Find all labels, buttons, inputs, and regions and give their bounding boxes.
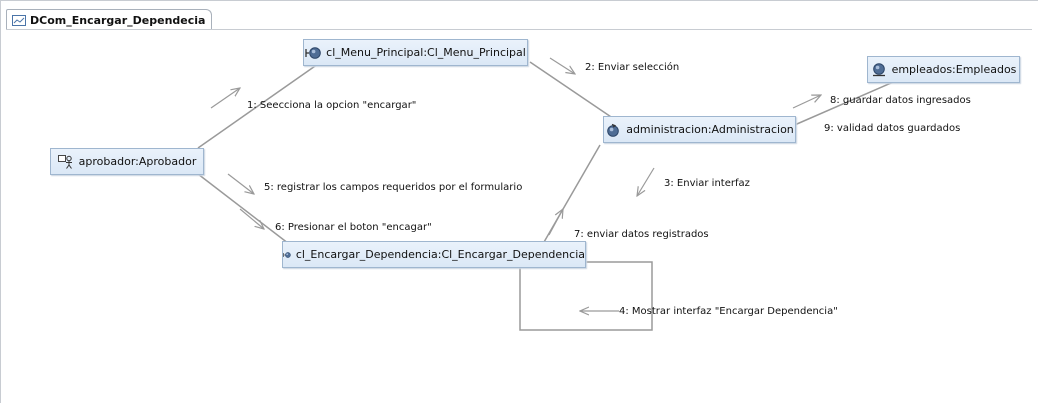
tab-divider: [6, 29, 1032, 30]
message-2-label: 2: Enviar selección: [585, 62, 680, 73]
diagram-icon: [12, 14, 26, 26]
node-empleados[interactable]: empleados:Empleados: [867, 56, 1020, 83]
message-5-label: 5: registrar los campos requeridos por e…: [264, 182, 523, 193]
node-menu-principal[interactable]: cl_Menu_Principal:Cl_Menu_Principal: [303, 39, 528, 66]
arrow-m3: [637, 167, 655, 196]
actor-icon: [57, 154, 72, 169]
arrow-m7: [548, 209, 563, 236]
boundary-icon: [305, 46, 321, 59]
link-aprobador-encargar: [197, 173, 294, 248]
arrow-m6: [239, 208, 264, 229]
link-administracion-encargar: [539, 144, 601, 250]
message-9-label: 9: validad datos guardados: [824, 123, 961, 134]
node-label: administracion:Administracion: [626, 123, 794, 136]
node-label: cl_Encargar_Dependencia:Cl_Encargar_Depe…: [295, 248, 585, 261]
link-menu-administracion: [529, 61, 621, 124]
message-3-label: 3: Enviar interfaz: [664, 178, 750, 189]
link-administracion-empleados: [789, 79, 899, 128]
diagram-tab[interactable]: DCom_Encargar_Dependecia: [6, 9, 213, 30]
node-label: cl_Menu_Principal:Cl_Menu_Principal: [326, 46, 526, 59]
arrow-m8: [792, 95, 821, 109]
node-encargar-dependencia[interactable]: cl_Encargar_Dependencia:Cl_Encargar_Depe…: [282, 241, 586, 268]
link-aprobador-menu: [197, 63, 319, 149]
message-6-label: 6: Presionar el boton "encagar": [275, 222, 432, 233]
diagram-tab-title: DCom_Encargar_Dependecia: [30, 13, 206, 27]
entity-icon: [872, 62, 885, 76]
node-label: empleados:Empleados: [891, 63, 1017, 76]
arrow-m2: [549, 57, 575, 74]
message-4-label: 4: Mostrar interfaz "Encargar Dependenci…: [619, 306, 838, 317]
arrow-m5: [227, 173, 254, 194]
node-aprobador[interactable]: aprobador:Aprobador: [50, 148, 204, 175]
boundary-icon: [283, 251, 291, 258]
arrow-m1: [210, 88, 240, 109]
control-icon: [607, 123, 620, 137]
node-label: aprobador:Aprobador: [78, 155, 197, 168]
message-7-label: 7: enviar datos registrados: [574, 229, 709, 240]
message-8-label: 8: guardar datos ingresados: [830, 95, 971, 106]
message-1-label: 1: Seecciona la opcion "encargar": [247, 100, 417, 111]
self-link-encargar: [519, 261, 653, 331]
node-administracion[interactable]: administracion:Administracion: [603, 116, 796, 143]
